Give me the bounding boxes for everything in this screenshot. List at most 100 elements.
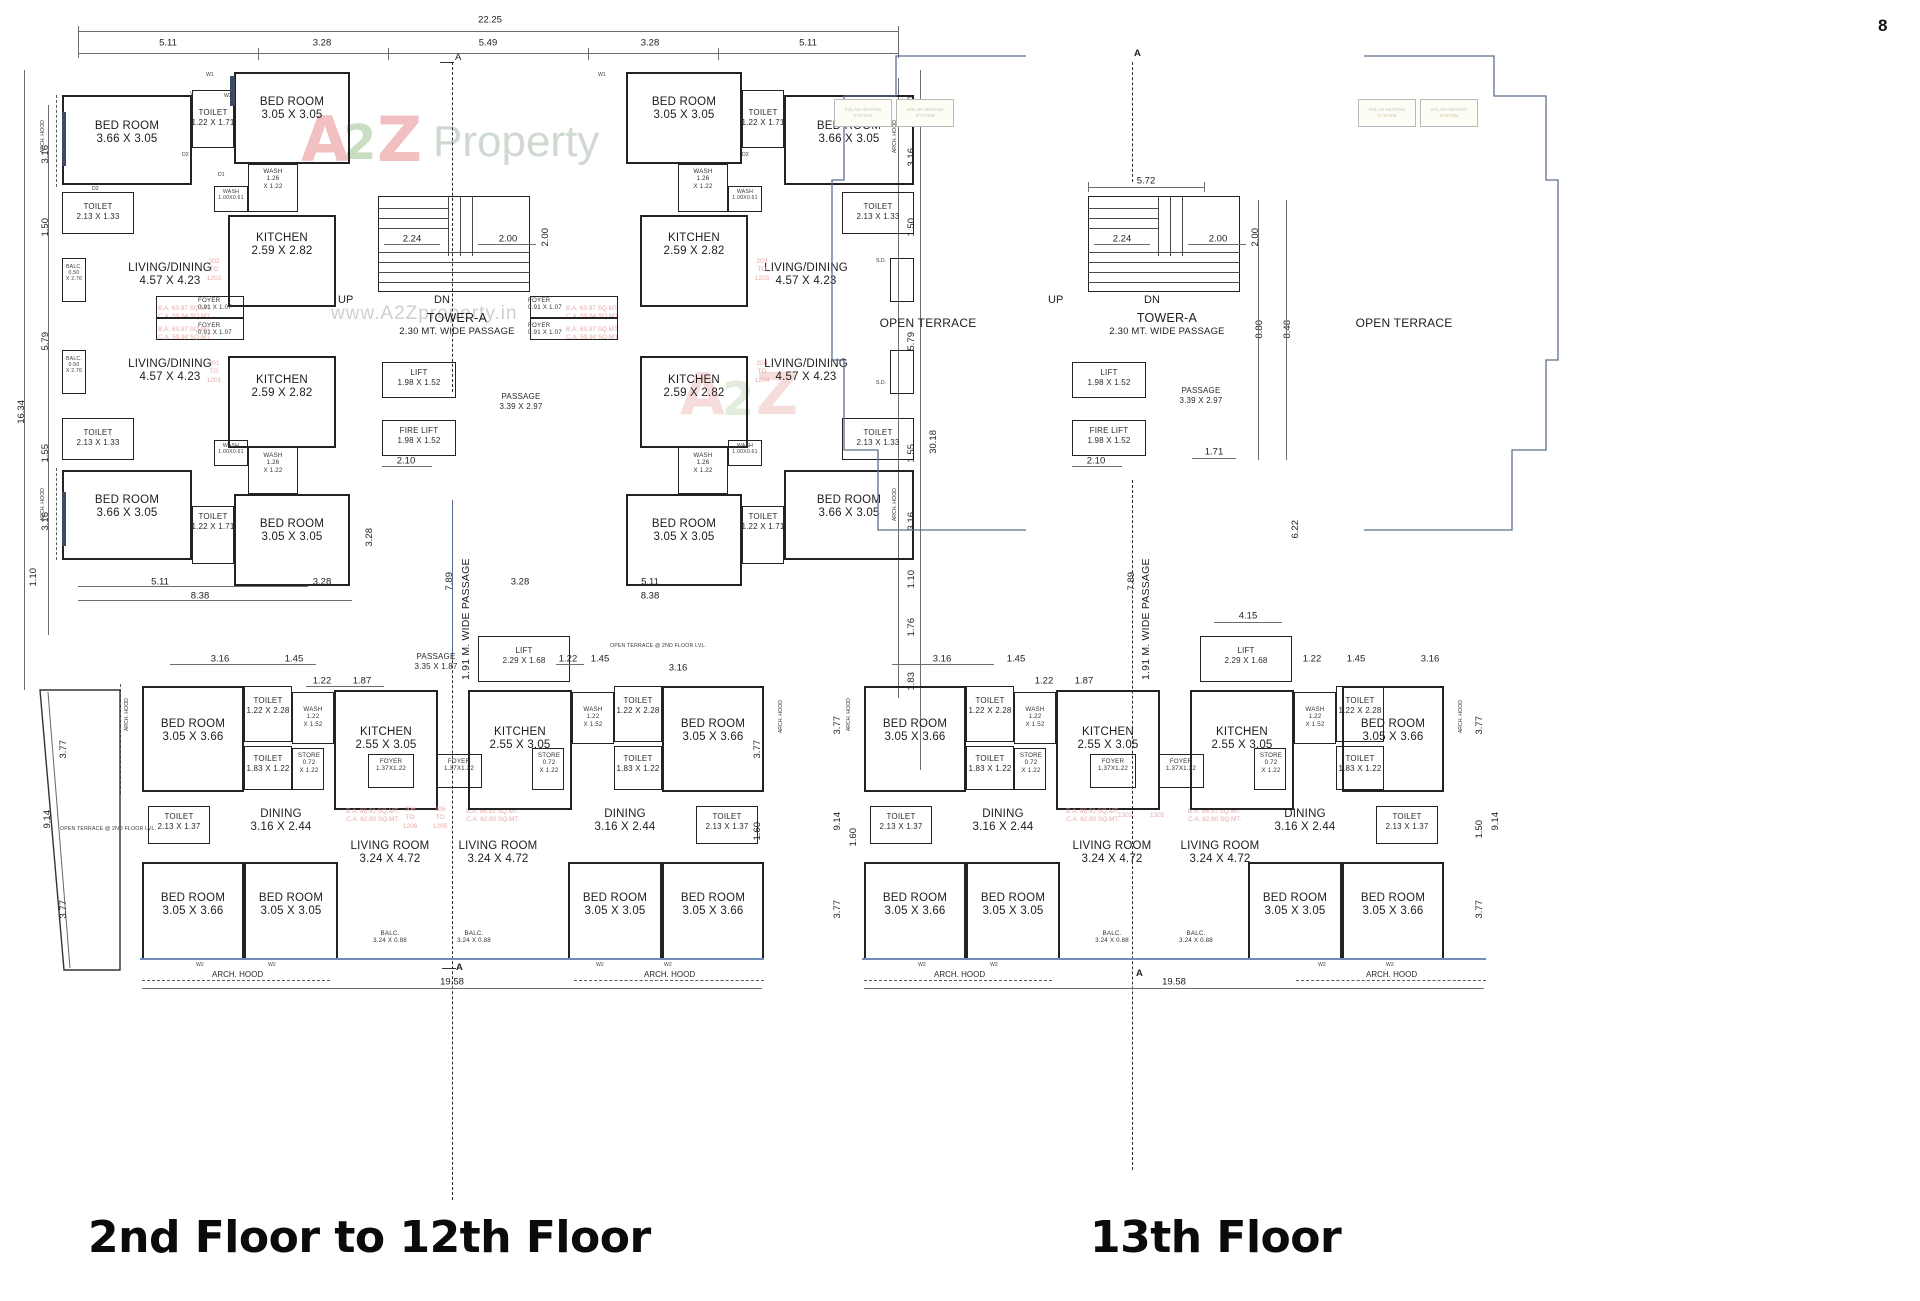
center-line-vertical-bottom — [452, 600, 453, 1200]
label-passage-core: PASSAGE 3.39 X 2.97 — [499, 392, 543, 411]
label-foyer-13br: FOYER 1.37X1.22 — [1165, 758, 1196, 773]
label-store-13br: STORE 0.72 X 1.22 — [1259, 752, 1283, 774]
label-kitchen-bl: KITCHEN 2.55 X 3.05 — [355, 726, 417, 751]
marker-d2-ur: D2 — [742, 152, 749, 158]
room-toilet-lr2 — [742, 506, 784, 564]
dim-1-45-b2: 1.45 — [590, 653, 610, 665]
dim-3-28-a: 3.28 — [312, 37, 332, 49]
area-ba-13bl: B.A. 86.91 SQ.MT. — [1066, 808, 1119, 815]
dim-line-overall-top — [78, 31, 898, 32]
label-wash-ul: WASH 1.26 X 1.22 — [263, 168, 283, 190]
dim-line-right-overall — [920, 70, 921, 770]
room-toilet-ul — [192, 90, 234, 148]
label-foyer-ul1: FOYER 0.91 X 1.07 — [198, 297, 232, 312]
label-bedroom-13br: BED ROOM 3.05 X 3.66 — [1360, 718, 1426, 743]
dim-19-58-left: 19.58 — [440, 976, 464, 988]
label-open-terrace-right: OPEN TERRACE — [1355, 316, 1453, 330]
room-balcony-lr — [890, 350, 914, 394]
label-dining-br: DINING 3.16 X 2.44 — [594, 808, 656, 833]
room-foyer-ur1 — [530, 296, 618, 318]
label-bedroom-13bl: BED ROOM 3.05 X 3.66 — [882, 718, 948, 743]
label-foyer-bl: FOYER 1.37X1.22 — [375, 758, 406, 773]
area-ca-ll: C.A. 59.94 SQ.MT. — [158, 334, 212, 341]
dim-1-45-b1: 1.45 — [284, 653, 304, 665]
dim-2-00-b-13: 2.00 — [1250, 228, 1261, 247]
label-toilet-lr2: TOILET 1.22 X 1.71 — [741, 512, 785, 531]
dim-2-24: 2.24 — [402, 233, 422, 245]
terrace-outline-left — [831, 55, 1026, 531]
area-ba-br: B.A. 86.91 SQ.MT. — [466, 808, 519, 815]
label-living-dining-ur: LIVING/DINING 4.57 X 4.23 — [764, 262, 848, 287]
watermark-word: Property — [433, 117, 600, 166]
room-foyer-13bl — [1090, 754, 1136, 788]
room-wash-ur — [678, 164, 728, 212]
label-wash-13br: WASH 1.22 X 1.52 — [1305, 706, 1325, 728]
unit-no-205: 205 TO 1205 — [432, 806, 448, 830]
center-line-13-top — [1132, 62, 1133, 182]
label-wash-small-lr: WASH 1.00X0.61 — [732, 443, 758, 456]
label-toilet-ll: TOILET 2.13 X 1.33 — [76, 428, 120, 447]
label-lift-core: LIFT 1.98 X 1.52 — [397, 368, 441, 387]
label-toilet-13bl2: TOILET 1.83 X 1.22 — [968, 754, 1012, 773]
unit-no-1305: 1305 — [1150, 812, 1165, 819]
label-store-bl: STORE 0.72 X 1.22 — [297, 752, 321, 774]
unit-no-203: 203 TO 1203 — [754, 258, 770, 282]
solar-heating-box-1: SOLAR HEATING SYSTEM — [834, 99, 892, 127]
label-bedroom-bl: BED ROOM 3.05 X 3.66 — [160, 718, 226, 743]
arch-hood-label-ll: ARCH. HOOD — [40, 488, 46, 522]
area-ca-13bl: C.A. 82.80 SQ.MT. — [1066, 816, 1120, 823]
room-foyer-bl — [368, 754, 414, 788]
dim-8-38-l: 8.38 — [190, 590, 210, 602]
label-balcony-br: BALC. 3.24 X 0.88 — [457, 930, 491, 945]
label-bedroom-lr: BED ROOM 3.66 X 3.05 — [816, 494, 882, 519]
marker-w2-bl2: W2 — [268, 962, 276, 968]
label-bedroom-br3: BED ROOM 3.05 X 3.05 — [582, 892, 648, 917]
room-store-13bl — [1014, 748, 1046, 790]
label-toilet-13bl3: TOILET 2.13 X 1.37 — [879, 812, 923, 831]
room-store-br — [532, 748, 564, 790]
label-wash-small-ur: WASH 1.00X0.61 — [732, 189, 758, 202]
label-lift-core-13: LIFT 1.98 X 1.52 — [1087, 368, 1131, 387]
room-toilet-13bl2 — [966, 746, 1014, 790]
label-toilet-ul2: TOILET 2.13 X 1.33 — [76, 202, 120, 221]
label-wash-ll: WASH 1.26 X 1.22 — [263, 452, 283, 474]
dim-5-14-13: 9.14 — [832, 812, 843, 831]
arch-hood-label-bottom-right: ARCH. HOOD — [644, 970, 696, 979]
page-number: 8 — [1878, 16, 1888, 35]
room-lift-13bottom — [1200, 636, 1292, 682]
room-bedroom-bl — [142, 686, 244, 792]
dim-3-16-b1: 3.16 — [210, 653, 230, 665]
label-bedroom-ll2: BED ROOM 3.05 X 3.05 — [259, 518, 325, 543]
unit-no-206: 206 TO 1206 — [402, 806, 418, 830]
room-bedroom-ul2 — [234, 72, 350, 164]
arch-hood-label-13br: ARCH. HOOD — [1458, 700, 1464, 734]
label-store-br: STORE 0.72 X 1.22 — [537, 752, 561, 774]
arch-hood-label-13bl: ARCH. HOOD — [846, 698, 852, 732]
dim-1-87-b1: 1.87 — [352, 675, 372, 687]
label-wash-lr: WASH 1.26 X 1.22 — [693, 452, 713, 474]
label-bedroom-ul: BED ROOM 3.66 X 3.05 — [94, 120, 160, 145]
label-toilet-br2: TOILET 1.83 X 1.22 — [616, 754, 660, 773]
solar-heating-box-2: SOLAR HEATING SYSTEM — [896, 99, 954, 127]
label-wash-13bl: WASH 1.22 X 1.52 — [1025, 706, 1045, 728]
dim-1-22-b1: 1.22 — [312, 675, 332, 687]
room-foyer-br — [436, 754, 482, 788]
label-open-terrace-2nd-left: OPEN TERRACE @ 2ND FLOOR LVL. — [60, 826, 157, 832]
dim-3-77-b2: 3.77 — [58, 900, 69, 919]
label-kitchen-lr: KITCHEN 2.59 X 2.82 — [663, 374, 725, 399]
room-toilet-bl — [244, 686, 292, 742]
label-bedroom-ur2: BED ROOM 3.05 X 3.05 — [651, 96, 717, 121]
dim-5-49: 5.49 — [478, 37, 498, 49]
label-passage-bottom: PASSAGE 3.35 X 1.87 — [414, 652, 458, 671]
dim-1-50-l: 1.50 — [40, 218, 51, 237]
room-wash-br — [572, 692, 614, 744]
section-mark-a-13-top: A — [1134, 48, 1141, 59]
label-living-dining-ul: LIVING/DINING 4.57 X 4.23 — [128, 262, 212, 287]
label-tower-a: TOWER-A 2.30 MT. WIDE PASSAGE — [399, 311, 515, 338]
room-store-13br — [1254, 748, 1286, 790]
room-balcony-ur — [890, 258, 914, 302]
dim-1-22-13a: 1.22 — [1034, 675, 1054, 687]
marker-w2-13bl2: W2 — [990, 962, 998, 968]
room-toilet-13bl — [966, 686, 1014, 742]
center-line-vertical-13 — [1132, 480, 1133, 1170]
